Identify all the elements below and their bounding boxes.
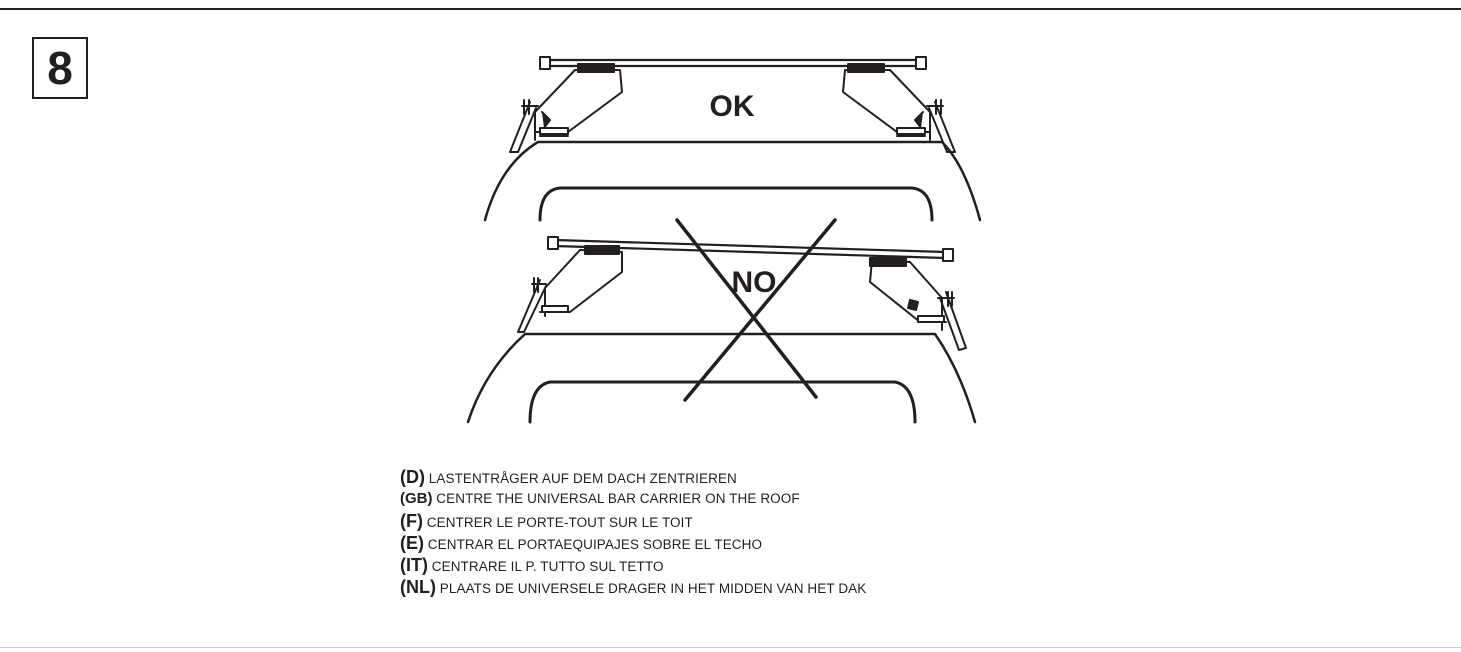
no-label: NO [732,266,777,299]
top-divider [0,8,1461,10]
instruction-text: CENTRAR EL PORTAEQUIPAJES SOBRE EL TECHO [427,537,763,552]
instruction-list: (D) LASTENTRÅGER AUF DEM DACH ZENTRIEREN… [400,466,866,598]
instruction-nl: (NL) PLAATS DE UNIVERSELE DRAGER IN HET … [400,576,866,598]
instruction-es: (E) CENTRAR EL PORTAEQUIPAJES SOBRE EL T… [400,532,866,554]
instruction-de: (D) LASTENTRÅGER AUF DEM DACH ZENTRIEREN [400,466,866,488]
ok-illustration [483,56,982,222]
language-code: (NL) [400,577,436,597]
instruction-gb: (GB) CENTRE THE UNIVERSAL BAR CARRIER ON… [400,488,866,510]
language-code: (GB) [400,490,433,507]
ok-label: OK [710,90,755,123]
instruction-text: PLAATS DE UNIVERSELE DRAGER IN HET MIDDE… [439,581,867,596]
language-code: (IT) [400,555,428,575]
instruction-fr: (F) CENTRER LE PORTE-TOUT SUR LE TOIT [400,510,866,532]
instruction-text: CENTRER LE PORTE-TOUT SUR LE TOIT [426,515,693,530]
language-code: (D) [400,467,425,487]
instruction-text: LASTENTRÅGER AUF DEM DACH ZENTRIEREN [428,471,737,486]
language-code: (E) [400,533,424,553]
language-code: (F) [400,511,423,531]
no-illustration [466,218,977,424]
instruction-text: CENTRARE IL P. TUTTO SUL TETTO [431,559,664,574]
roof-rack-illustration: OK NO [440,40,1000,440]
instruction-text: CENTRE THE UNIVERSAL BAR CARRIER ON THE … [436,491,800,506]
instruction-it: (IT) CENTRARE IL P. TUTTO SUL TETTO [400,554,866,576]
bottom-divider [0,647,1461,648]
step-number-box: 8 [32,37,88,99]
step-number: 8 [47,42,73,94]
